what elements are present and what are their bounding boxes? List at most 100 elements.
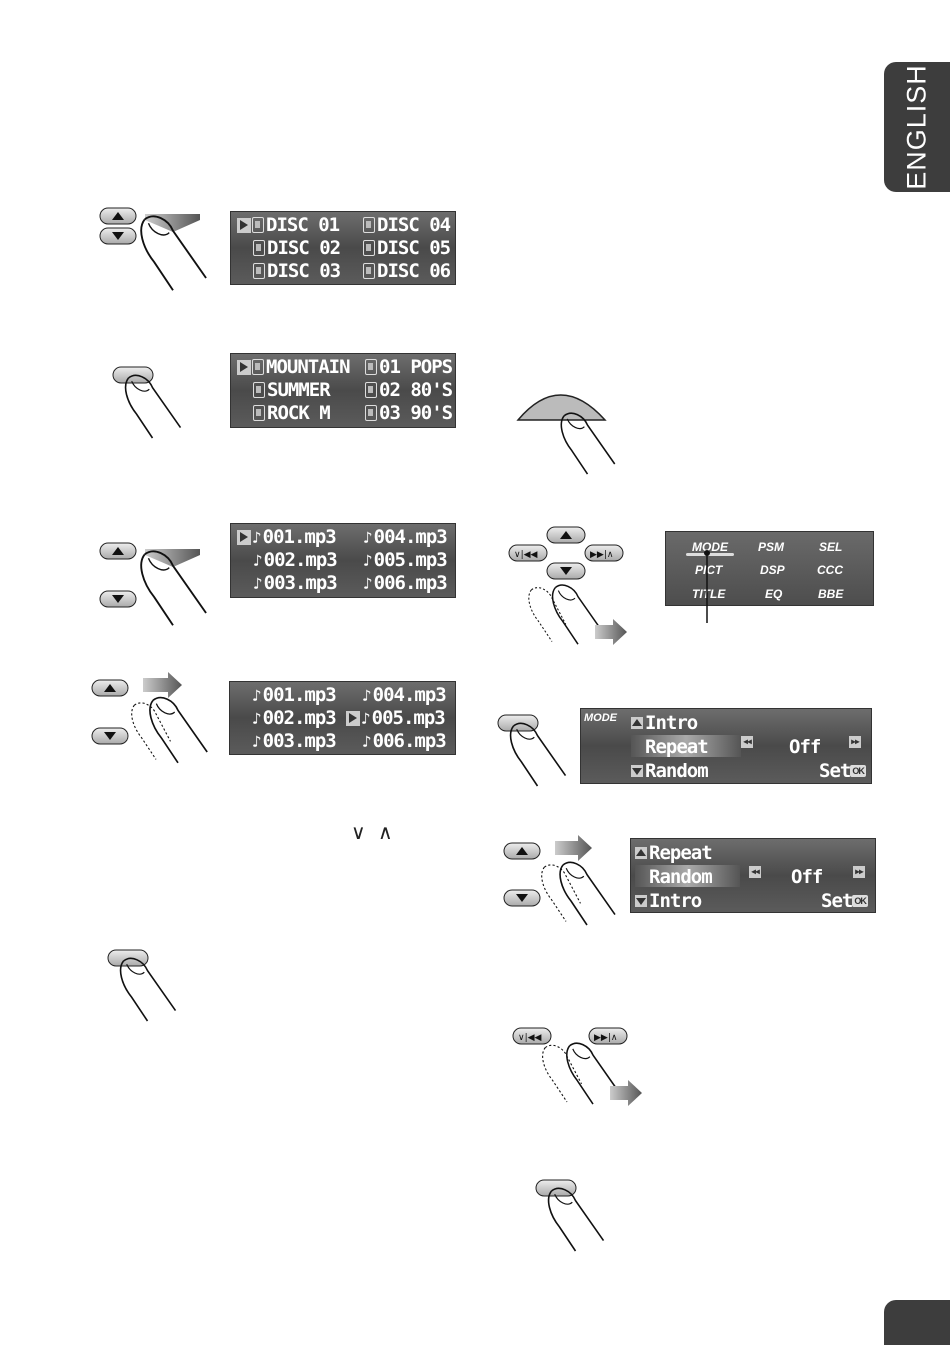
mode-value: Off <box>791 866 823 888</box>
finger-icon <box>119 957 177 1022</box>
finger-icon <box>559 861 616 926</box>
folder-item[interactable]: 03 90'S <box>379 402 453 424</box>
ok-icon: OK <box>850 765 866 777</box>
skip-forward-button[interactable] <box>588 1027 628 1045</box>
arrow-right-icon <box>595 619 627 645</box>
svg-text:∨|◀◀: ∨|◀◀ <box>518 1033 542 1043</box>
menu-item-eq[interactable]: EQ <box>765 587 783 601</box>
up-indicator-icon <box>635 847 647 859</box>
select-press-illustration <box>497 714 567 787</box>
menu-item-sel[interactable]: SEL <box>819 540 843 554</box>
select-press-illustration <box>535 1179 605 1252</box>
page-number-tab <box>884 1300 950 1345</box>
skip-forward-button[interactable] <box>584 544 624 562</box>
menu-item-dsp[interactable]: DSP <box>760 563 785 577</box>
folder-item[interactable]: ROCK M <box>267 402 331 424</box>
updown-hold-illustration <box>503 835 616 926</box>
select-press-illustration <box>112 366 182 439</box>
menu-item-pict[interactable]: PICT <box>695 563 723 577</box>
file-item[interactable]: 004.mp3 <box>372 684 447 706</box>
next-icon: ▶▶ <box>849 736 861 748</box>
menu-item-mode[interactable]: MODE <box>692 540 728 554</box>
file-item[interactable]: 002.mp3 <box>263 549 338 571</box>
file-item[interactable]: 005.mp3 <box>373 549 448 571</box>
file-item[interactable]: 003.mp3 <box>262 730 337 752</box>
down-glyph: ∨ <box>351 820 366 844</box>
down-indicator-icon <box>635 895 647 907</box>
set-label: Set <box>819 760 851 782</box>
arrow-right-icon <box>143 672 182 698</box>
folder-item[interactable]: MOUNTAIN <box>266 356 351 378</box>
file-item[interactable]: 005.mp3 <box>371 707 446 729</box>
finger-ghost-icon <box>528 587 567 643</box>
language-tab: ENGLISH <box>884 62 950 192</box>
disc-row-3: DISC 03 <box>253 260 341 282</box>
menu-nav-illustration: ∨|◀◀ ▶▶|∧ <box>508 526 627 646</box>
folder-item[interactable]: 02 80'S <box>379 379 453 401</box>
svg-text:∨|◀◀: ∨|◀◀ <box>514 550 538 560</box>
disc-item[interactable]: DISC 06 <box>377 260 451 282</box>
cursor-icon <box>237 359 251 375</box>
cursor-icon <box>237 529 251 545</box>
folder-item[interactable]: 01 POPS <box>379 356 453 378</box>
control-dial[interactable] <box>516 394 607 421</box>
highlight-band <box>631 735 741 757</box>
up-indicator-icon <box>631 717 643 729</box>
arrow-down-icon <box>145 549 200 567</box>
svg-text:▶▶|∧: ▶▶|∧ <box>590 550 613 560</box>
callout-line <box>704 550 710 623</box>
disc-item[interactable]: DISC 03 <box>267 260 341 282</box>
menu-item-title[interactable]: TITLE <box>692 587 726 601</box>
menu-item-psm[interactable]: PSM <box>758 540 785 554</box>
mode-option[interactable]: Intro <box>645 712 698 734</box>
skip-back-button[interactable] <box>508 544 548 562</box>
mode-value: Off <box>789 736 821 758</box>
finger-icon <box>547 1187 605 1252</box>
folder-item[interactable]: SUMMER <box>267 379 331 401</box>
disc-item[interactable]: DISC 05 <box>377 237 451 259</box>
file-item[interactable]: 006.mp3 <box>373 572 448 594</box>
arrow-right-icon <box>555 835 592 861</box>
updown-hold-illustration <box>91 672 208 764</box>
skip-back-button[interactable] <box>512 1027 552 1045</box>
mode-option[interactable]: Repeat <box>649 842 713 864</box>
finger-icon <box>509 722 567 787</box>
file-item[interactable]: 004.mp3 <box>373 526 448 548</box>
mode-option-selected[interactable]: Repeat <box>645 736 709 758</box>
file-item[interactable]: 006.mp3 <box>372 730 447 752</box>
down-arrow-icon <box>112 232 124 240</box>
updown-press-illustration <box>99 207 208 292</box>
finger-ghost-icon <box>131 702 172 760</box>
menu-item-bbe[interactable]: BBE <box>818 587 844 601</box>
file-item[interactable]: 003.mp3 <box>263 572 338 594</box>
file-item[interactable]: 001.mp3 <box>262 684 337 706</box>
updown-press-illustration <box>99 542 208 627</box>
svg-text:▶▶|∧: ▶▶|∧ <box>594 1033 617 1043</box>
skip-hold-illustration: ∨|◀◀ ▶▶|∧ <box>512 1027 642 1106</box>
ok-icon: OK <box>852 895 868 907</box>
disc-item[interactable]: DISC 01 <box>266 214 340 236</box>
file-list-display: ♪001.mp3 ♪002.mp3 ♪003.mp3 ♪004.mp3 ♪005… <box>230 523 456 598</box>
disc-item[interactable]: DISC 02 <box>267 237 341 259</box>
mode-option[interactable]: Random <box>645 760 709 782</box>
mode-option[interactable]: Intro <box>649 890 702 912</box>
highlight-band <box>635 865 740 887</box>
menu-item-ccc[interactable]: CCC <box>817 563 843 577</box>
finger-icon <box>149 696 208 764</box>
finger-ghost-icon <box>541 864 582 922</box>
next-icon: ▶▶ <box>853 866 865 878</box>
set-label: Set <box>821 890 853 912</box>
menu-display: MODE PSM SEL PICT DSP CCC TITLE EQ BBE <box>665 531 874 606</box>
finger-icon <box>124 374 182 439</box>
prev-icon: ◀◀ <box>741 736 753 748</box>
select-press-illustration <box>107 949 177 1022</box>
file-item[interactable]: 001.mp3 <box>262 526 337 548</box>
down-indicator-icon <box>631 765 643 777</box>
arrow-down-icon <box>145 214 200 232</box>
mode-option-selected[interactable]: Random <box>649 866 713 888</box>
language-label: ENGLISH <box>901 64 932 190</box>
disc-item[interactable]: DISC 04 <box>377 214 451 236</box>
file-item[interactable]: 002.mp3 <box>262 707 337 729</box>
file-list-display-2: ♪001.mp3 ♪002.mp3 ♪003.mp3 ♪004.mp3 ♪005… <box>229 681 456 755</box>
